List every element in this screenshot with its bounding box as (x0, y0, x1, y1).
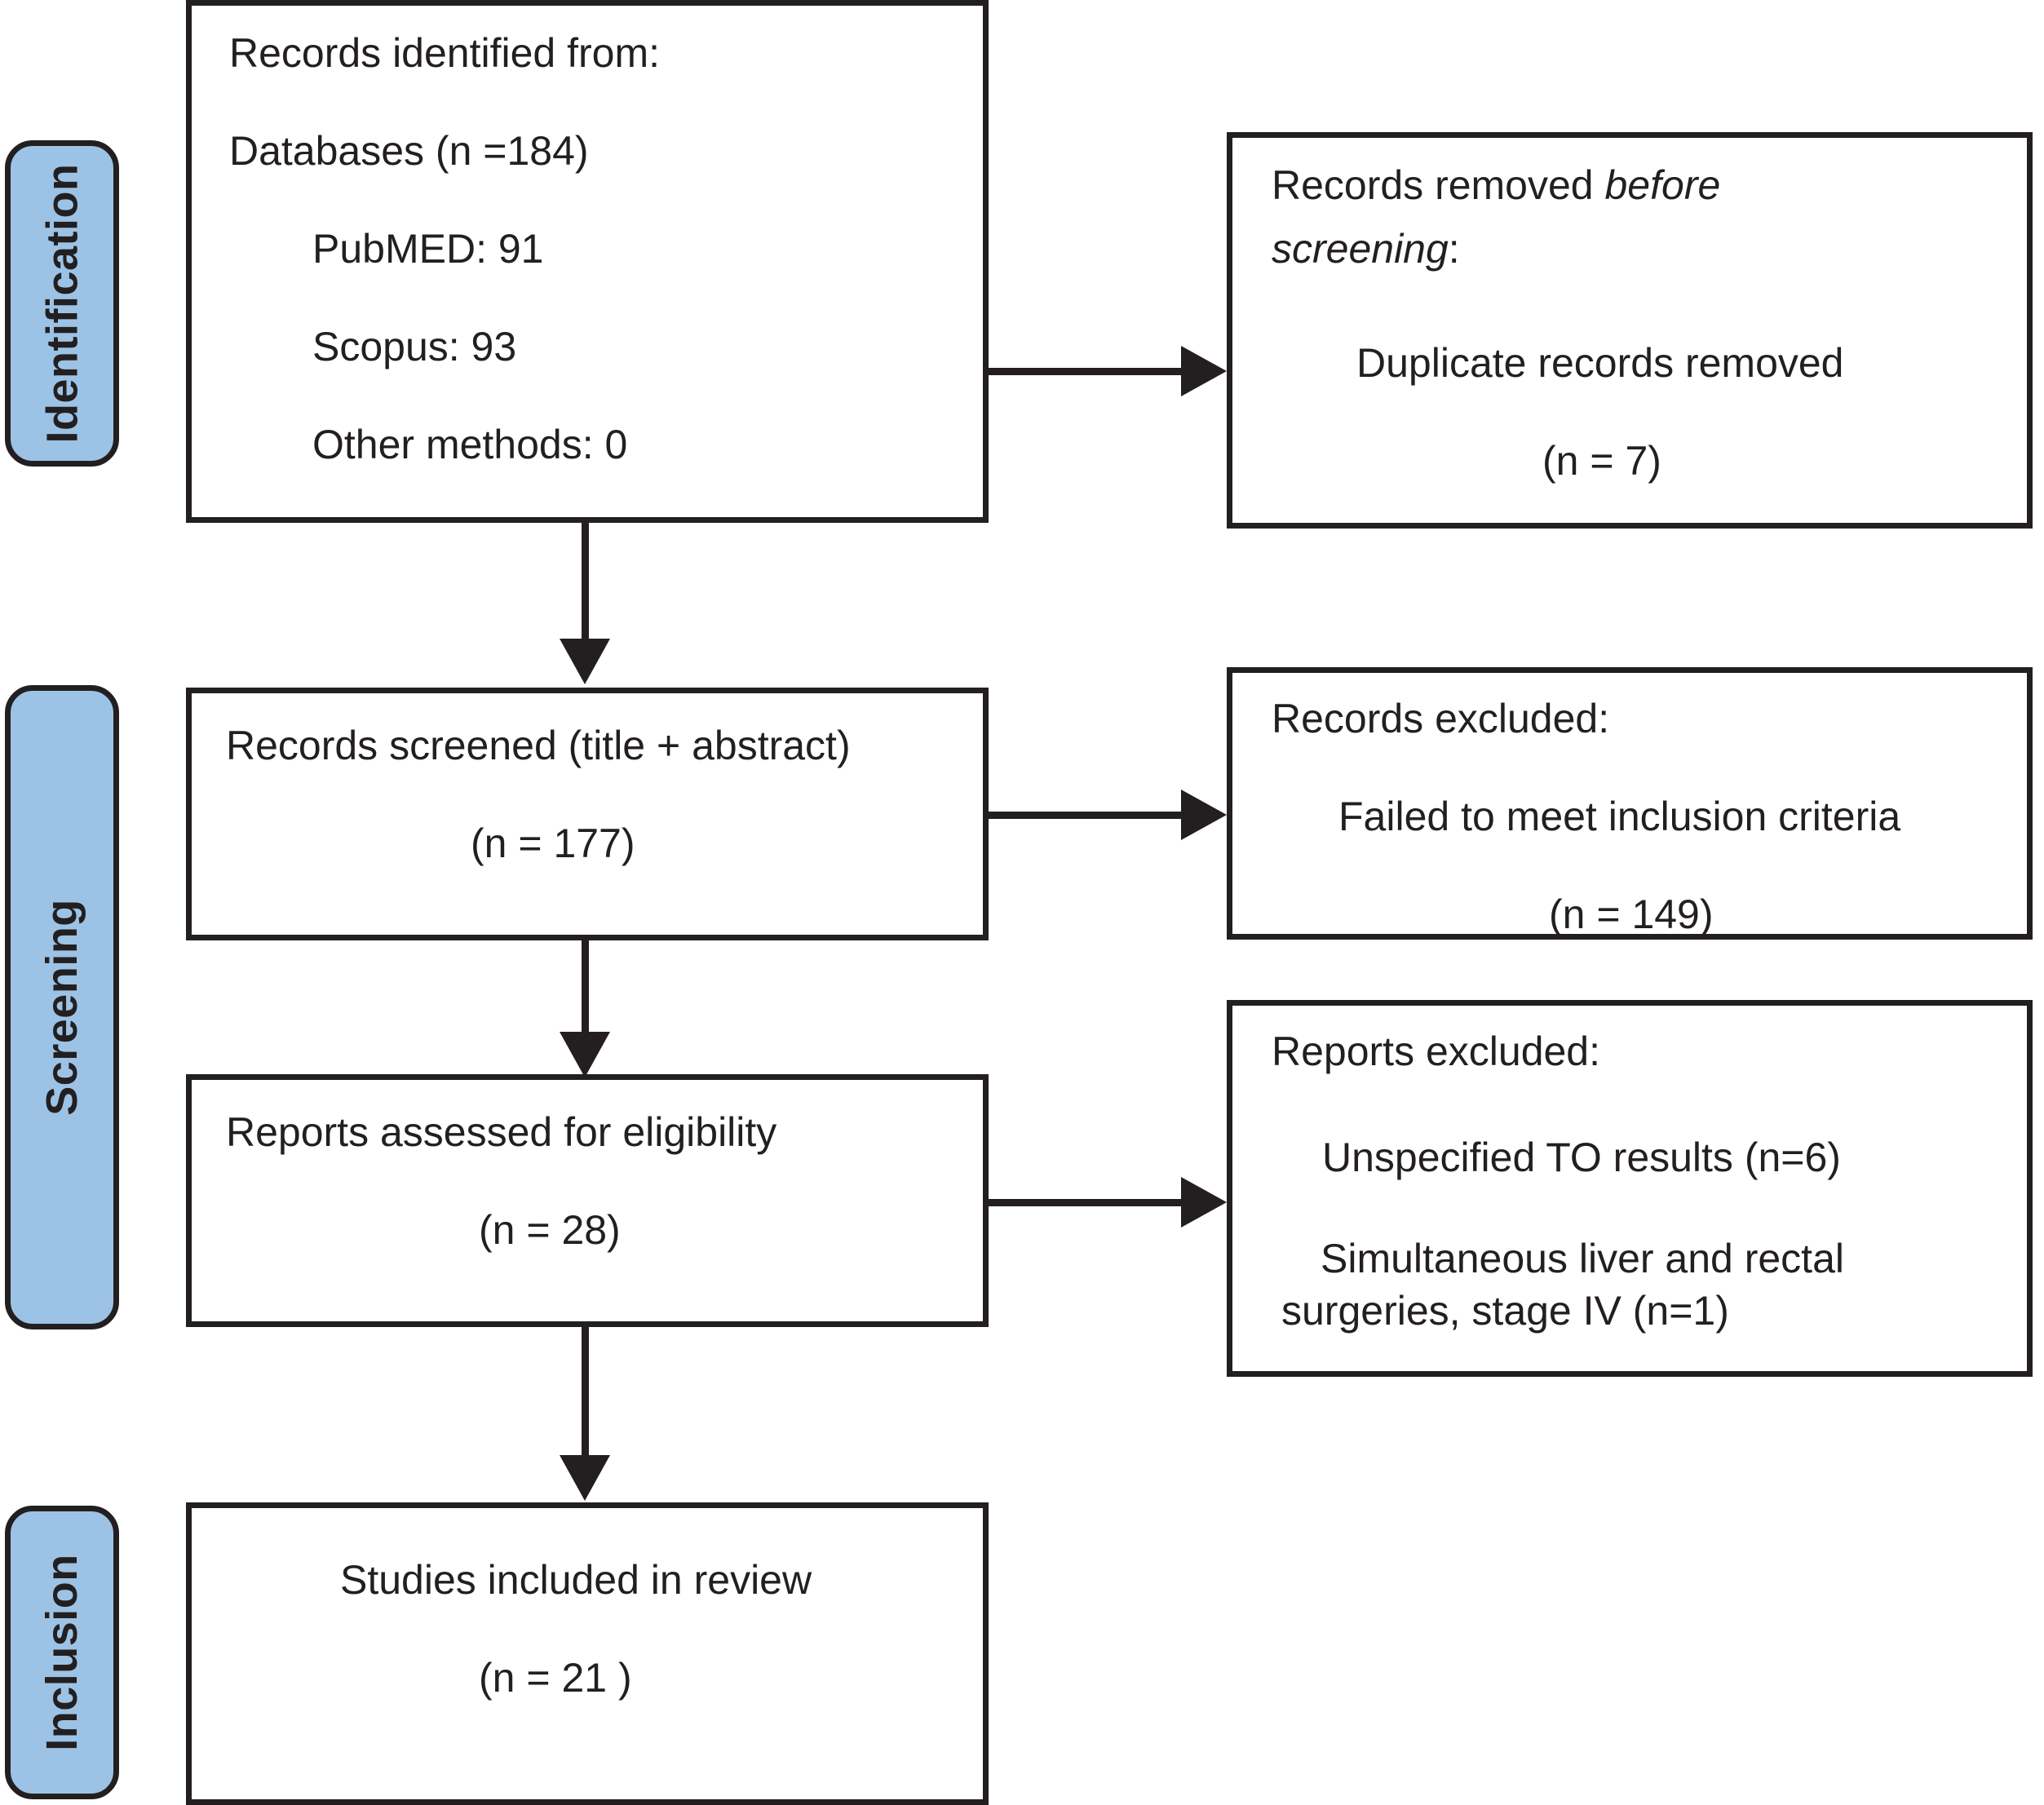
records-removed-line4: (n = 7) (1542, 438, 1661, 484)
records-identified-line1: Records identified from: (229, 30, 661, 76)
records-identified-line3: PubMED: 91 (312, 226, 544, 272)
arrow-assessed-to-reports-excluded (1181, 1177, 1227, 1228)
connector-screened-to-excluded (989, 812, 1184, 819)
phase-label-identification: Identification (38, 163, 86, 444)
records-removed-emphasis-before: before (1604, 162, 1721, 208)
connector-identified-to-screened (582, 523, 589, 644)
records-identified-line5: Other methods: 0 (312, 422, 628, 467)
records-excluded-line3: (n = 149) (1549, 891, 1714, 937)
box-studies-included: Studies included in review (n = 21 ) (186, 1502, 989, 1805)
connector-assessed-to-included (582, 1327, 589, 1460)
arrow-identified-to-screened (560, 639, 610, 684)
arrow-screened-to-assessed (560, 1032, 610, 1077)
reports-excluded-line1: Reports excluded: (1272, 1029, 1601, 1074)
records-screened-line1: Records screened (title + abstract) (226, 723, 851, 768)
box-reports-assessed: Reports assessed for eligibility (n = 28… (186, 1074, 989, 1327)
reports-assessed-line2: (n = 28) (479, 1207, 621, 1253)
records-removed-line2-colon: : (1448, 226, 1460, 272)
box-records-excluded: Records excluded: Failed to meet inclusi… (1227, 667, 2033, 940)
reports-excluded-line2: Unspecified TO results (n=6) (1322, 1135, 1841, 1180)
records-removed-line2: screening: (1272, 228, 1460, 271)
connector-assessed-to-reports-excluded (989, 1199, 1184, 1206)
box-records-screened: Records screened (title + abstract) (n =… (186, 688, 989, 940)
box-reports-excluded: Reports excluded: Unspecified TO results… (1227, 1000, 2033, 1377)
connector-screened-to-assessed (582, 940, 589, 1037)
records-removed-emphasis-screening: screening (1272, 226, 1449, 272)
records-screened-line2: (n = 177) (471, 821, 635, 866)
phase-badge-inclusion: Inclusion (5, 1506, 119, 1799)
studies-included-line1: Studies included in review (340, 1557, 812, 1603)
records-excluded-line1: Records excluded: (1272, 696, 1610, 741)
reports-excluded-line3: Simultaneous liver and rectal surgeries,… (1281, 1236, 1844, 1334)
phase-badge-screening: Screening (5, 685, 119, 1329)
phase-badge-identification: Identification (5, 140, 119, 467)
box-records-removed: Records removed before screening: Duplic… (1227, 132, 2033, 529)
arrow-assessed-to-included (560, 1455, 610, 1501)
arrow-screened-to-excluded (1181, 790, 1227, 840)
box-records-identified: Records identified from: Databases (n =1… (186, 0, 989, 523)
records-removed-line1-text: Records removed (1272, 162, 1605, 208)
connector-identified-to-removed (989, 368, 1184, 375)
phase-label-inclusion: Inclusion (38, 1554, 87, 1751)
records-removed-line1: Records removed before (1272, 164, 1720, 207)
arrow-identified-to-removed (1181, 346, 1227, 396)
records-identified-line4: Scopus: 93 (312, 324, 517, 369)
records-removed-line3: Duplicate records removed (1356, 340, 1844, 386)
records-excluded-line2: Failed to meet inclusion criteria (1338, 794, 1901, 839)
studies-included-line2: (n = 21 ) (479, 1655, 632, 1701)
records-identified-line2: Databases (n =184) (229, 128, 589, 174)
phase-label-screening: Screening (38, 899, 86, 1116)
reports-assessed-line1: Reports assessed for eligibility (226, 1109, 777, 1155)
